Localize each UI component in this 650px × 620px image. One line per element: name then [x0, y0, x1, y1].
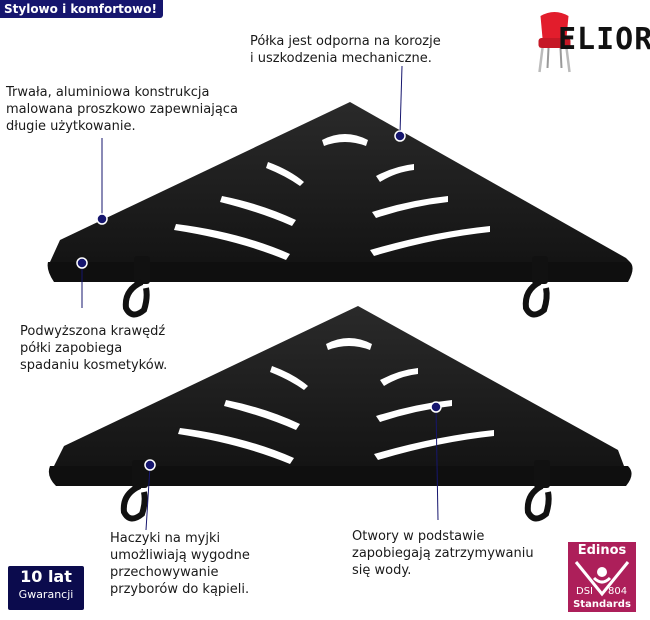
cert-emblem-icon: DSI 804 [574, 561, 630, 597]
certificate-badge: Edinos DSI 804 Standards [568, 542, 636, 612]
caption-edge: Podwyższona krawędź półki zapobiega spad… [20, 324, 168, 373]
cert-standards: Standards [573, 599, 631, 610]
tagline: Stylowo i komfortowo! [4, 2, 157, 16]
warranty-label: Gwarancji [18, 588, 74, 601]
caption-hooks: Haczyki na myjki umożliwiają wygodne prz… [110, 531, 250, 597]
cert-dsi: DSI [576, 586, 593, 597]
caption-aluminium: Trwała, aluminiowa konstrukcja malowana … [6, 85, 238, 134]
callout-lines [81, 65, 439, 531]
shelf-bottom [48, 306, 632, 522]
warranty-years: 10 lat [20, 567, 72, 586]
callout-dots [76, 130, 442, 471]
tagline-banner: Stylowo i komfortowo! [0, 0, 163, 18]
warranty-badge: 10 lat Gwarancji [8, 566, 84, 610]
caption-holes: Otwory w podstawie zapobiegają zatrzymyw… [352, 529, 534, 578]
chair-icon [538, 12, 571, 73]
brand-name: ELIOR [558, 22, 650, 57]
cert-brand: Edinos [577, 543, 627, 558]
shelf-top [47, 102, 633, 318]
cert-number: 804 [608, 586, 627, 597]
caption-corrosion: Półka jest odporna na korozje i uszkodze… [250, 34, 441, 66]
